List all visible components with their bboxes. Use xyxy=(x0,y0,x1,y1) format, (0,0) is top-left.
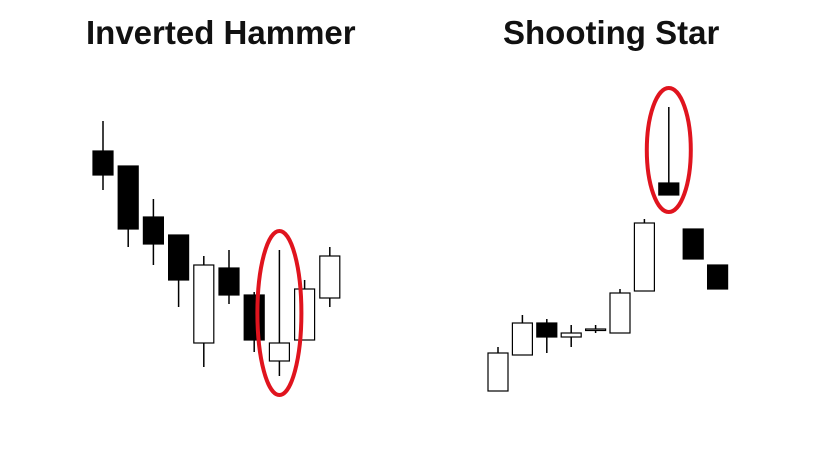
inverted-hammer-candle-9 xyxy=(294,280,316,341)
inverted-hammer-candle-1 xyxy=(92,121,114,190)
inverted-hammer-body-2 xyxy=(117,165,139,230)
inverted-hammer-candle-10 xyxy=(319,247,341,307)
chart-title-shooting-star: Shooting Star xyxy=(503,14,720,51)
shooting-star-candle-8 xyxy=(658,107,680,196)
shooting-star-body-4 xyxy=(560,332,582,338)
inverted-hammer-highlight-ring xyxy=(255,229,304,397)
inverted-hammer-candle-6 xyxy=(218,250,240,304)
shooting-star-body-10 xyxy=(706,264,729,290)
inverted-hammer-candle-7 xyxy=(243,292,265,352)
shooting-star-highlight-ring xyxy=(644,86,693,214)
shooting-star-candle-4 xyxy=(560,325,582,347)
inverted-hammer-panel xyxy=(92,121,341,397)
shooting-star-candle-3 xyxy=(536,319,558,353)
shooting-star-candle-1 xyxy=(487,347,509,392)
inverted-hammer-body-9 xyxy=(294,288,316,341)
shooting-star-body-8 xyxy=(658,182,680,196)
inverted-hammer-body-3 xyxy=(142,216,164,245)
inverted-hammer-candle-5 xyxy=(193,256,215,367)
inverted-hammer-candle-2 xyxy=(117,165,139,247)
inverted-hammer-body-4 xyxy=(168,234,190,281)
shooting-star-candle-5 xyxy=(584,325,607,333)
inverted-hammer-body-1 xyxy=(92,150,114,176)
shooting-star-panel xyxy=(487,86,729,392)
shooting-star-candle-6 xyxy=(609,289,631,334)
shooting-star-candle-10 xyxy=(706,264,729,290)
inverted-hammer-body-10 xyxy=(319,255,341,299)
shooting-star-body-1 xyxy=(487,352,509,392)
shooting-star-body-7 xyxy=(633,222,656,292)
inverted-hammer-body-8 xyxy=(268,342,290,362)
shooting-star-candle-7 xyxy=(633,219,656,292)
inverted-hammer-body-6 xyxy=(218,267,240,296)
inverted-hammer-body-7 xyxy=(243,294,265,341)
shooting-star-candle-9 xyxy=(682,228,704,260)
inverted-hammer-body-5 xyxy=(193,264,215,344)
shooting-star-body-5 xyxy=(584,328,607,332)
inverted-hammer-candle-4 xyxy=(168,234,190,307)
inverted-hammer-candle-8 xyxy=(268,250,290,376)
shooting-star-candle-2 xyxy=(511,315,534,356)
chart-title-inverted-hammer: Inverted Hammer xyxy=(86,14,356,51)
shooting-star-body-2 xyxy=(511,322,534,356)
inverted-hammer-candle-3 xyxy=(142,199,164,265)
shooting-star-body-3 xyxy=(536,322,558,338)
shooting-star-body-6 xyxy=(609,292,631,334)
shooting-star-body-9 xyxy=(682,228,704,260)
